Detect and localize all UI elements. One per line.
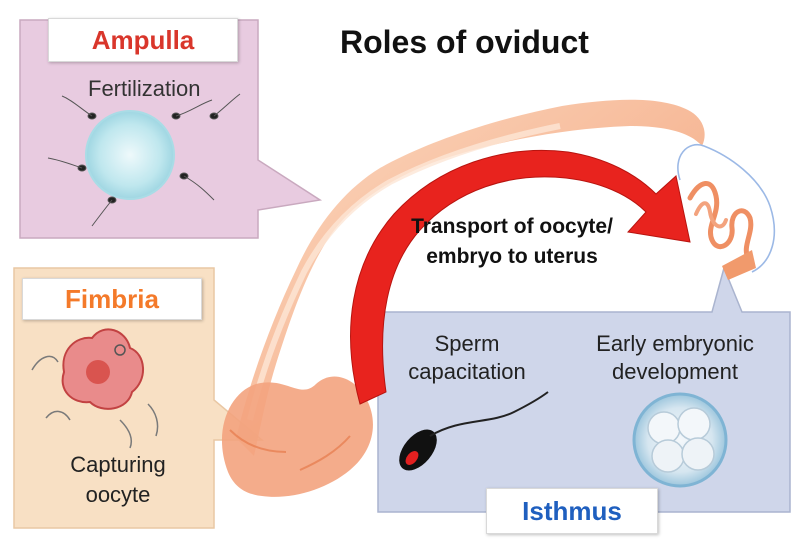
sperm-capacitation-label: Sperm capacitation bbox=[382, 330, 552, 386]
capturing-oocyte-line-2: oocyte bbox=[85, 482, 151, 507]
diagram-title: Roles of oviduct bbox=[340, 24, 589, 60]
sperm-cells bbox=[47, 93, 241, 227]
early-embryo-illustration bbox=[632, 392, 728, 488]
ampulla-panel bbox=[19, 19, 323, 239]
isthmus-label: Isthmus bbox=[486, 488, 658, 534]
capturing-oocyte-illustration bbox=[31, 328, 159, 449]
sperm-capacitation-line-2: capacitation bbox=[408, 359, 526, 384]
fimbria-sperm-tails bbox=[31, 355, 159, 449]
small-oocyte bbox=[114, 344, 126, 356]
transport-arrow bbox=[350, 149, 691, 405]
fimbria-tissue bbox=[221, 376, 373, 497]
isthmus-outline bbox=[677, 143, 776, 273]
isthmus-coil-2 bbox=[694, 201, 728, 229]
sperm-tail bbox=[429, 391, 549, 437]
oviduct-illustration bbox=[221, 99, 776, 497]
ampulla-label: Ampulla bbox=[48, 18, 238, 62]
capturing-oocyte-label: Capturing oocyte bbox=[38, 450, 198, 510]
isthmus-panel bbox=[377, 265, 791, 513]
blastomere-2 bbox=[677, 407, 711, 441]
oocyte-ampulla bbox=[85, 110, 175, 200]
uterus-connector bbox=[722, 250, 756, 280]
isthmus-coil bbox=[687, 181, 754, 261]
fertilization-label: Fertilization bbox=[88, 76, 201, 101]
transport-line-1: Transport of oocyte/ bbox=[411, 215, 613, 238]
blastomere-3 bbox=[651, 439, 685, 473]
fertilization-illustration bbox=[47, 93, 241, 227]
transport-label: Transport of oocyte/ embryo to uterus bbox=[356, 212, 668, 272]
fimbria-tissue-edge bbox=[229, 429, 351, 471]
sperm-acrosome bbox=[405, 451, 419, 465]
sperm-capacitation-line-1: Sperm bbox=[434, 331, 500, 356]
early-development-line-2: development bbox=[612, 359, 738, 384]
ampulla-tube-highlight bbox=[247, 123, 561, 421]
early-development-label: Early embryonic development bbox=[560, 330, 790, 386]
captured-oocyte bbox=[86, 360, 110, 384]
blastomere-4 bbox=[681, 437, 715, 471]
ampulla-tube bbox=[236, 99, 705, 456]
sperm-capacitation-illustration bbox=[399, 391, 549, 471]
capturing-oocyte-line-1: Capturing bbox=[70, 452, 166, 477]
blastomere-1 bbox=[647, 411, 681, 445]
transport-line-2: embryo to uterus bbox=[426, 245, 598, 268]
embryo-zona bbox=[632, 392, 728, 488]
fimbria-label: Fimbria bbox=[22, 278, 202, 320]
early-development-line-1: Early embryonic bbox=[596, 331, 754, 356]
